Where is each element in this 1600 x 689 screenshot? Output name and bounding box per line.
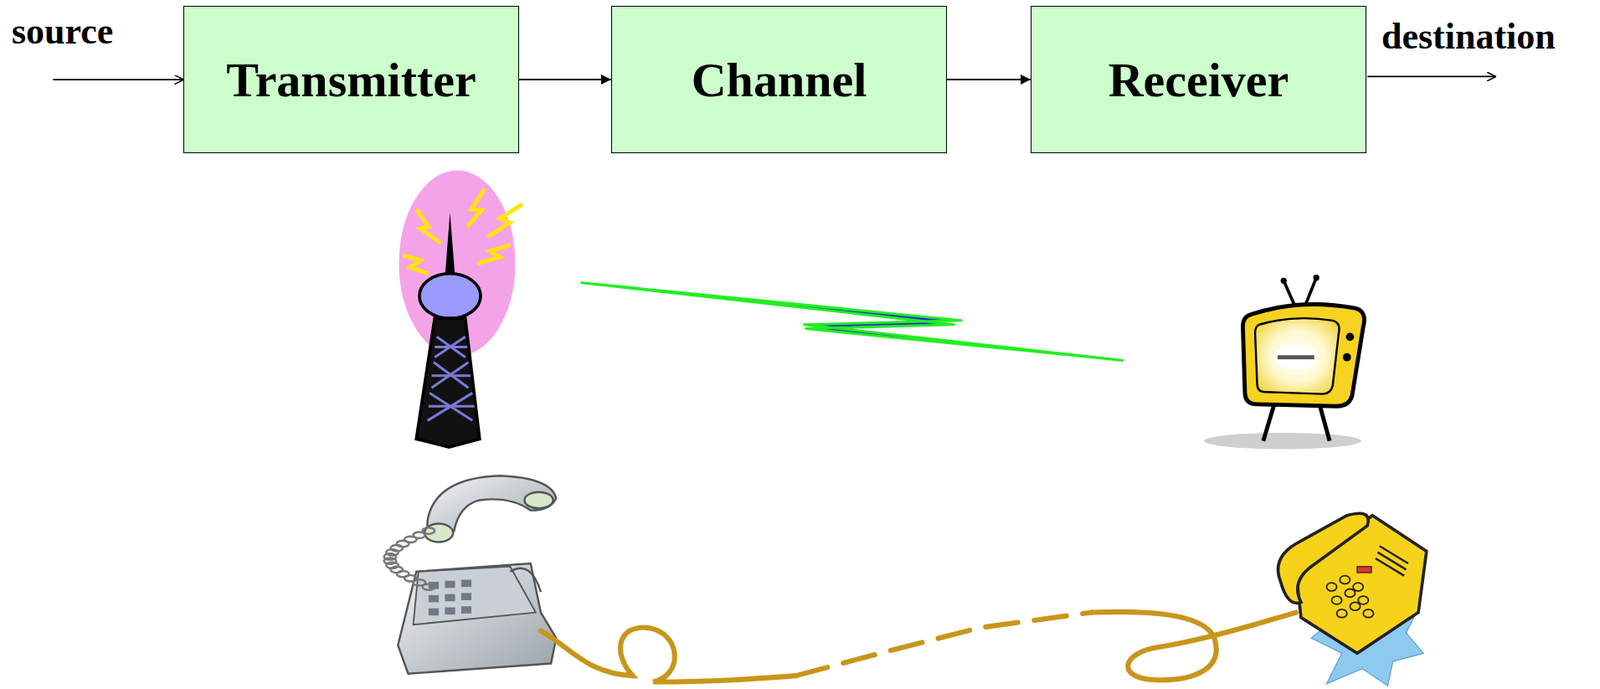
process-box: Channel	[611, 5, 947, 154]
flow-arrow	[519, 78, 612, 81]
io-label: destination	[1381, 15, 1556, 58]
flow-arrow	[946, 78, 1031, 81]
io-label: source	[11, 10, 114, 53]
radio-link	[581, 282, 1123, 361]
telephone-line	[540, 612, 1297, 683]
box-title: Channel	[691, 51, 868, 109]
grey-telephone	[384, 475, 557, 674]
process-box: Receiver	[1030, 5, 1367, 154]
box-title: Receiver	[1108, 51, 1290, 109]
television	[1203, 274, 1364, 449]
process-box: Transmitter	[183, 5, 520, 154]
broadcast-tower	[397, 169, 523, 448]
destination-arrow	[1367, 76, 1497, 78]
box-title: Transmitter	[226, 51, 477, 109]
yellow-telephone	[1277, 513, 1426, 686]
source-arrow	[52, 78, 184, 81]
